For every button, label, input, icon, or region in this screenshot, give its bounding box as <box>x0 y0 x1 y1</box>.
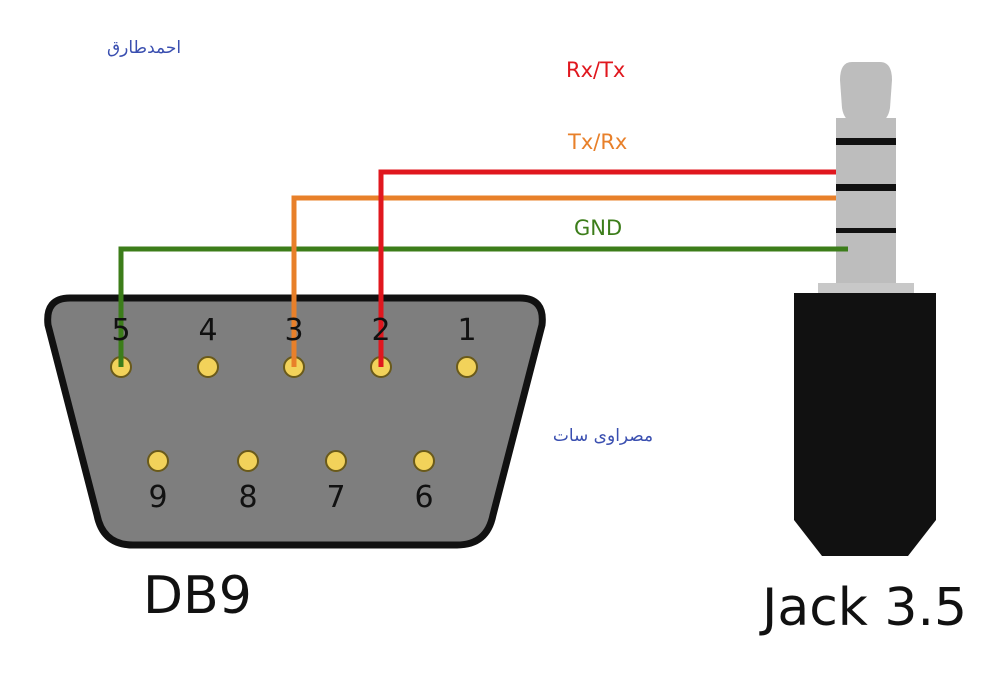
db9-pin-number-9: 9 <box>148 480 168 515</box>
db9-pin-number-5: 5 <box>111 313 131 348</box>
db9-pin-9 <box>147 450 169 472</box>
db9-body <box>44 294 546 549</box>
db9-pin-number-8: 8 <box>238 480 258 515</box>
db9-pin-6 <box>413 450 435 472</box>
jack-shaft <box>836 118 896 286</box>
jack-collar <box>818 283 914 295</box>
db9-pin-number-6: 6 <box>414 480 434 515</box>
jack-tip <box>840 62 892 122</box>
watermark-top-left: احمدطارق <box>106 38 182 58</box>
label-gnd: GND <box>574 216 623 240</box>
db9-pin-number-4: 4 <box>198 313 218 348</box>
wire-rx-tx <box>378 169 836 367</box>
jack-ring-1 <box>836 138 896 145</box>
jack-plug <box>794 62 936 556</box>
jack-ring-2 <box>836 184 896 191</box>
wire-tx-rx <box>291 195 836 367</box>
db9-pin-7 <box>325 450 347 472</box>
db9-pin-number-3: 3 <box>284 313 304 348</box>
db9-pin-1 <box>456 356 478 378</box>
db9-pin-number-1: 1 <box>457 313 477 348</box>
label-rx-tx: Rx/Tx <box>566 58 626 82</box>
jack-label: Jack 3.5 <box>762 578 968 638</box>
label-tx-rx: Tx/Rx <box>568 130 628 154</box>
jack-body <box>794 293 936 556</box>
db9-pin-number-2: 2 <box>371 313 391 348</box>
jack-ring-3 <box>836 228 896 233</box>
db9-bottom-row-pins <box>147 450 435 472</box>
db9-pin-4 <box>197 356 219 378</box>
db9-pin-number-7: 7 <box>326 480 346 515</box>
db9-label: DB9 <box>143 566 252 626</box>
watermark-middle-right: مصراوى سات <box>552 426 654 446</box>
db9-pin-8 <box>237 450 259 472</box>
wire-gnd <box>118 246 848 367</box>
